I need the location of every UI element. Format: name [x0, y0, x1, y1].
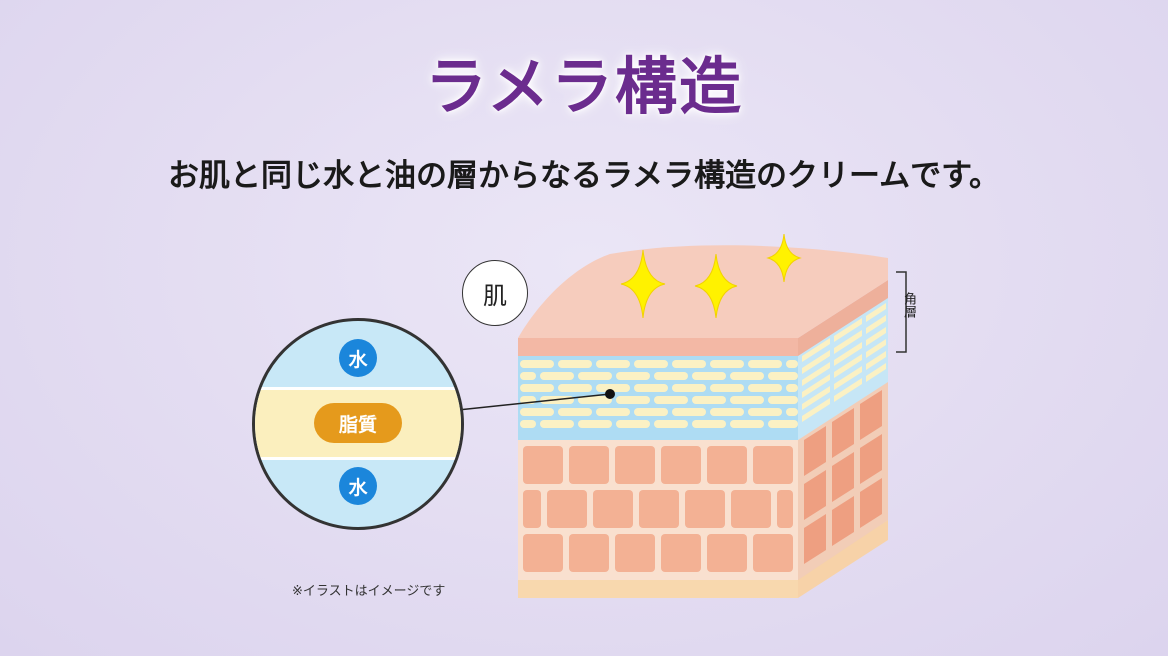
skin-surface-front: [518, 338, 798, 356]
page-title: ラメラ構造: [424, 50, 744, 123]
layer-label: 角層: [901, 292, 916, 318]
lamellar-front-lipids: [520, 360, 798, 428]
band-divider: [255, 457, 461, 460]
band-divider: [255, 387, 461, 390]
callout-line: [457, 393, 611, 411]
sparkle-icon: [766, 233, 802, 283]
front-bricks: [523, 446, 793, 572]
water-label-bottom: 水: [339, 467, 377, 505]
water-label-top: 水: [339, 339, 377, 377]
layer-bracket: [896, 271, 907, 353]
skin-surface-side: [798, 280, 888, 356]
lamellar-layer-side: [798, 288, 888, 440]
sparkle-icons: [620, 233, 802, 319]
sparkle-icon: [694, 253, 738, 319]
base-strip-front: [518, 578, 798, 598]
lipid-label: 脂質: [314, 403, 402, 443]
callout-dot: [605, 389, 615, 399]
lamellar-side-lipids: [802, 303, 886, 422]
image-note: ※イラストはイメージです: [292, 584, 446, 599]
page-subtitle: お肌と同じ水と油の層からなるラメラ構造のクリームです。: [167, 158, 1001, 194]
sparkle-icon: [620, 249, 666, 319]
skin-surface-top: [518, 245, 888, 338]
skin-badge: 肌: [462, 260, 528, 326]
side-bricks: [804, 390, 882, 564]
zoom-circle: 水 脂質 水: [252, 318, 464, 530]
